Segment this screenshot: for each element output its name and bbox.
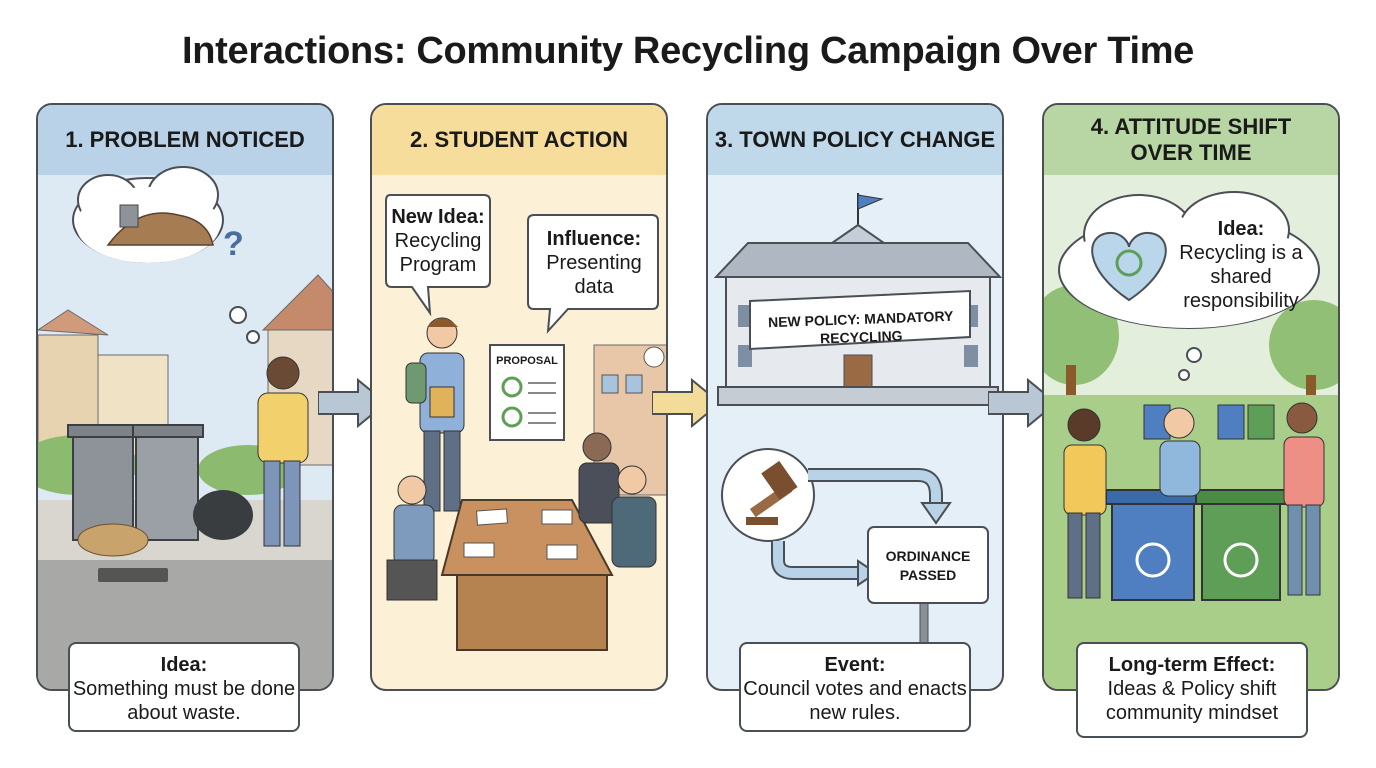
council-member-left: [386, 475, 438, 601]
bubble-title: Influence:: [546, 228, 642, 250]
question-mark-icon: ?: [223, 225, 244, 263]
proposal-label: PROPOSAL: [496, 355, 558, 367]
caption-title: Idea:: [160, 654, 208, 676]
student-presenter: [405, 317, 465, 512]
student-scene: [372, 105, 666, 651]
community-members: [1063, 402, 1325, 599]
community-scene: [1044, 105, 1338, 689]
caption-title: Event:: [824, 654, 886, 676]
caption-problem: Idea: Something must be done about waste…: [68, 642, 300, 732]
influence-bubble: Influence: Presenting data: [532, 227, 656, 299]
policy-banner: NEW POLICY: MANDATORY RECYCLING: [767, 307, 954, 347]
recycle-icon: [501, 406, 523, 428]
trash-cans: [67, 424, 253, 557]
panel-town-policy: 3. TOWN POLICY CHANGE NEW POLICY: MANDAT…: [706, 103, 1004, 691]
gavel-icon: [721, 448, 815, 542]
bubble-body: Recycling Program: [394, 230, 482, 276]
recycle-bin-blue: [1105, 489, 1201, 601]
policy-scene: [708, 105, 1002, 689]
heart-recycle-icon: [1091, 231, 1167, 302]
caption-long-term: Long-term Effect: Ideas & Policy shift c…: [1076, 642, 1308, 738]
panel-problem-noticed: ? 1. PROBLEM NOTICED: [36, 103, 334, 691]
new-idea-bubble: New Idea: Recycling Program: [386, 205, 490, 277]
caption-body: Council votes and enacts new rules.: [743, 678, 967, 724]
panel-heading: 4. ATTITUDE SHIFT OVER TIME: [1090, 114, 1292, 165]
council-member-right: [578, 432, 657, 568]
bubble-body: Recycling is a shared responsibility: [1179, 242, 1303, 312]
concerned-person: [257, 356, 309, 547]
bubble-body: Presenting data: [546, 252, 642, 298]
caption-policy: Event: Council votes and enacts new rule…: [739, 642, 971, 732]
thought-bubble: ?: [72, 166, 260, 344]
panel-heading: 1. PROBLEM NOTICED: [65, 127, 305, 152]
ordinance-sign: ORDINANCE PASSED: [885, 548, 971, 583]
bubble-title: New Idea:: [391, 206, 485, 228]
bubble-title: Idea:: [1217, 218, 1265, 240]
recycle-icon: [501, 376, 523, 398]
recycle-bin-green: [1195, 489, 1287, 601]
panel-student-action: 2. STUDENT ACTION New Idea: Recycling Pr…: [370, 103, 668, 691]
panel-heading: 2. STUDENT ACTION: [410, 127, 628, 152]
caption-body: Ideas & Policy shift community mindset: [1105, 678, 1279, 724]
panel-heading: 3. TOWN POLICY CHANGE: [714, 127, 996, 152]
panel-attitude-shift: 4. ATTITUDE SHIFT OVER TIME Idea: Recycl…: [1042, 103, 1340, 691]
diagram-title: Interactions: Community Recycling Campai…: [181, 30, 1195, 72]
caption-body: Something must be done about waste.: [72, 678, 296, 724]
problem-scene: ?: [38, 105, 332, 689]
trash-can-icon: [119, 204, 139, 228]
shared-idea-bubble: Idea: Recycling is a shared responsibili…: [1166, 217, 1316, 313]
caption-title: Long-term Effect:: [1108, 654, 1276, 676]
thought-cloud: [1058, 191, 1320, 381]
flag-icon: [857, 193, 884, 227]
